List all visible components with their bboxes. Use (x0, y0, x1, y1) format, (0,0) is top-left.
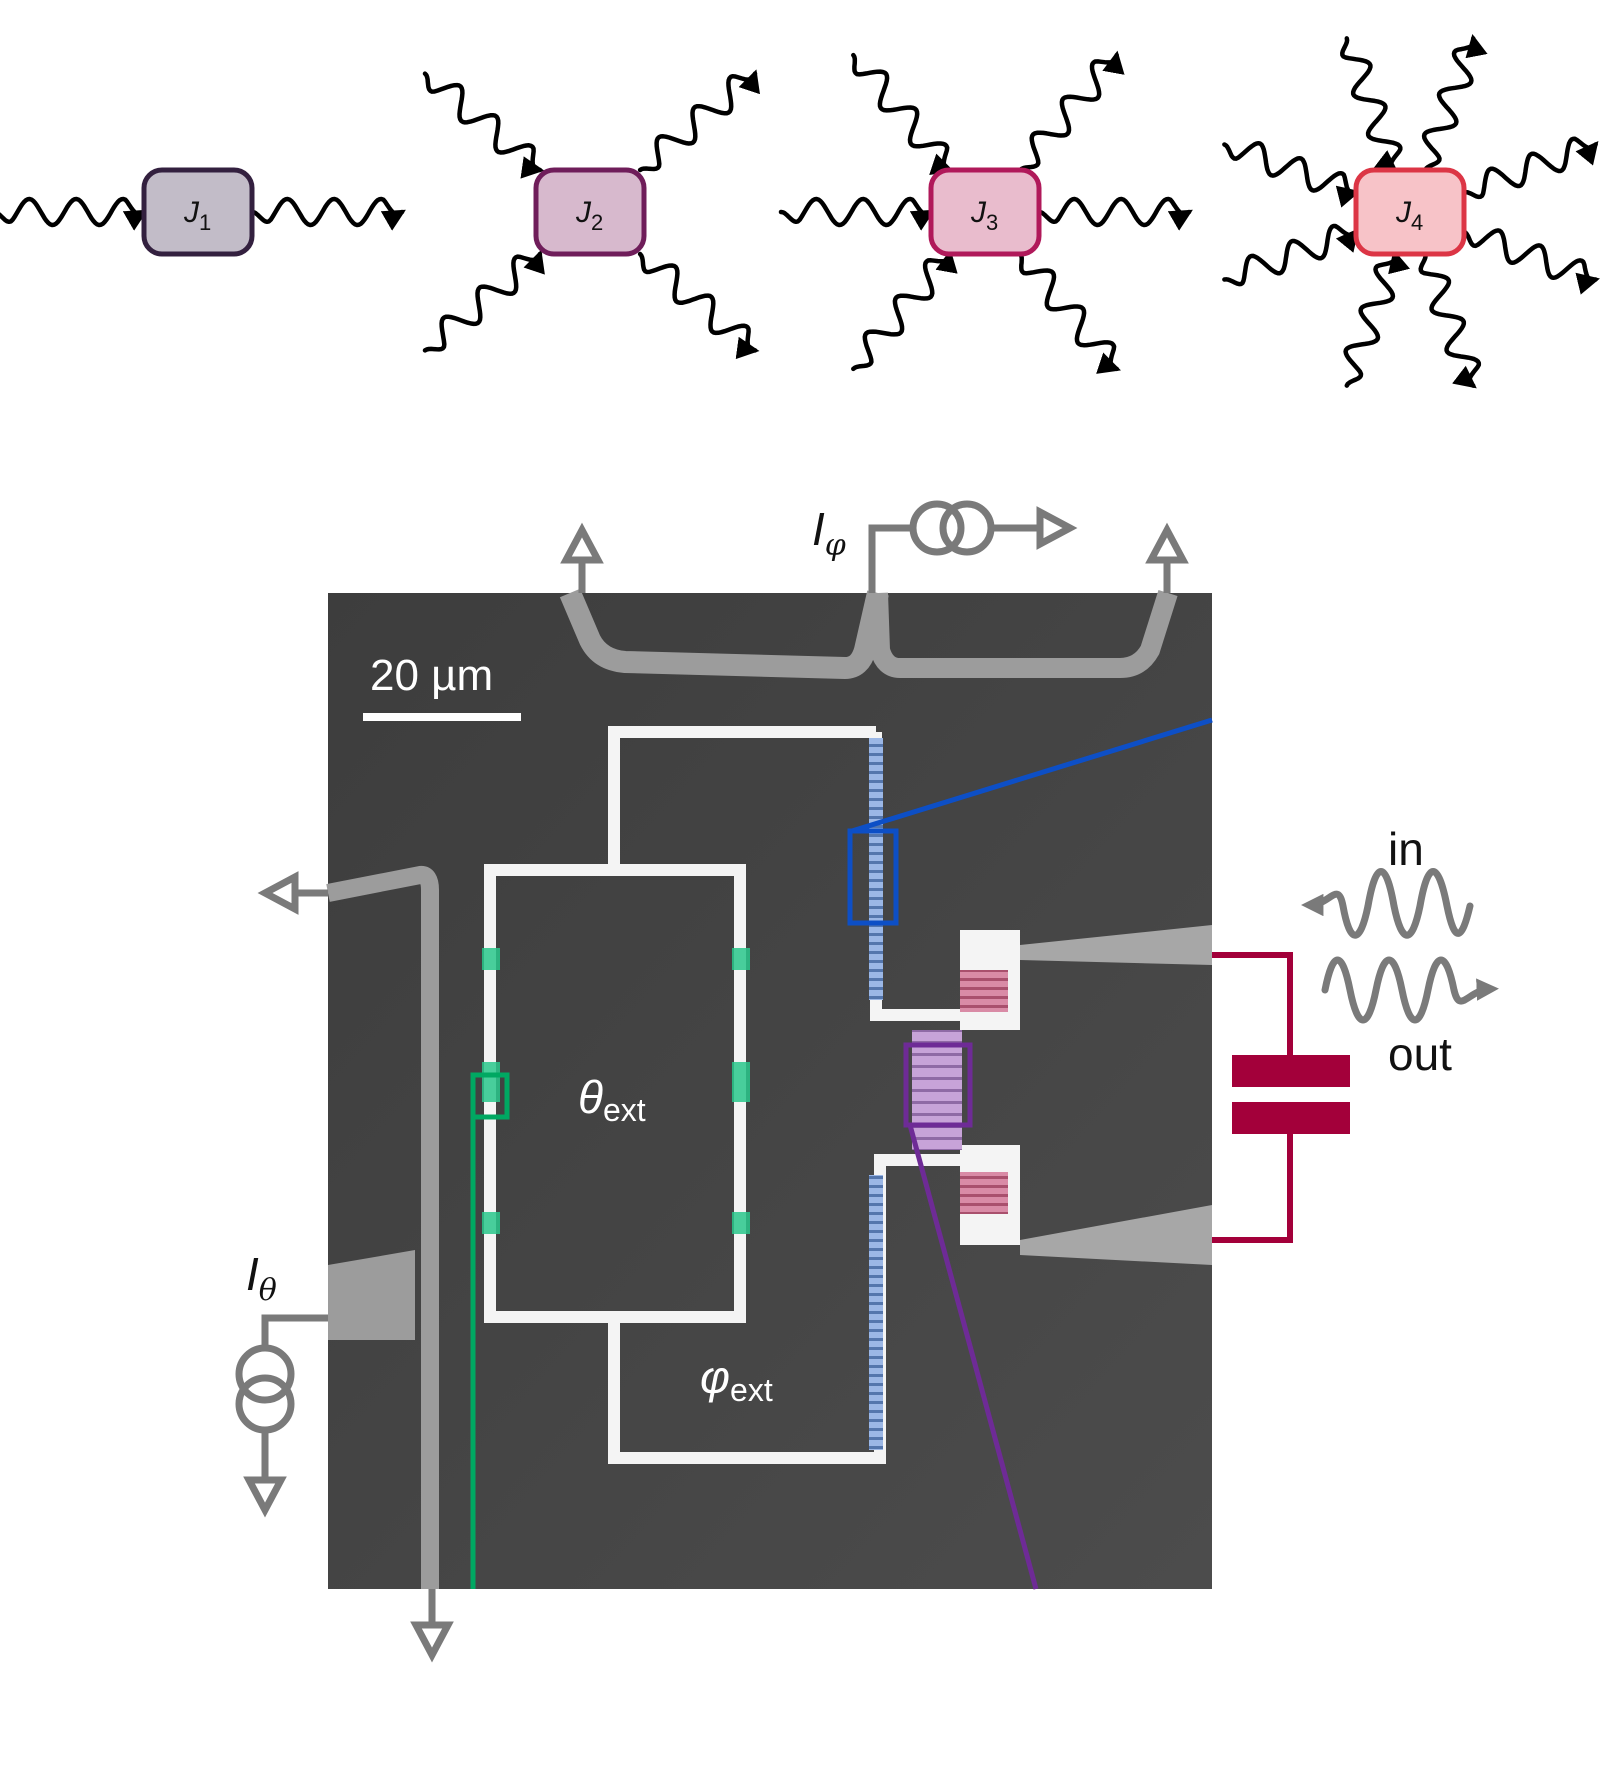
phi-ext-label: φext (700, 1351, 773, 1408)
input-wave-arrow (1301, 868, 1474, 939)
purple-callout-line (907, 1124, 1039, 1590)
electrode-top (1020, 925, 1212, 965)
output-photon-arrow (1017, 50, 1125, 173)
i-phi-label: Iφ (812, 503, 846, 563)
node-j1: J1 (0, 167, 406, 257)
i-theta-label: Iθ (246, 1248, 277, 1308)
ground-arrow-top-left (560, 522, 604, 593)
input-photon-arrow (778, 196, 935, 231)
substrate-image (328, 593, 1212, 1589)
blue-callout-line (851, 717, 1213, 834)
nonlinear-nodes-row: J1 J2 J3 J4 (0, 33, 1600, 389)
ground-arrow-top-right (1145, 522, 1189, 593)
node-box (141, 167, 255, 257)
output-photon-arrow (1418, 251, 1482, 389)
output-photon-arrow (1461, 136, 1599, 200)
flux-line-left-tee (328, 1250, 415, 1340)
output-photon-arrow (1036, 196, 1193, 231)
output-wave-arrow (1321, 956, 1499, 1024)
input-photon-arrow (1222, 140, 1361, 208)
output-photon-arrow (1461, 228, 1600, 295)
out-label: out (1388, 1028, 1452, 1080)
current-source-i-phi (868, 500, 1078, 593)
circuit-annotations: Iφ Iθ in out (235, 500, 1499, 1663)
input-photon-arrow (851, 249, 958, 372)
in-label: in (1388, 823, 1424, 875)
green-junctions (482, 948, 750, 1234)
blue-junction-array-top (869, 738, 883, 1000)
red-junction-array-bottom (960, 1172, 1008, 1214)
node-label: J1 (183, 196, 211, 235)
purple-junction-array (912, 1030, 962, 1150)
node-label: J3 (970, 196, 998, 235)
input-photon-arrow (0, 196, 148, 231)
node-box (533, 167, 647, 257)
node-label: J4 (1395, 196, 1423, 235)
ground-arrow-left (257, 871, 328, 915)
flux-line-top-left (559, 588, 889, 680)
electrode-bottom (1020, 1205, 1212, 1265)
output-photon-arrow (637, 69, 760, 173)
capacitor (1212, 952, 1350, 1243)
micrograph: 20 µm θext φext (326, 588, 1213, 1590)
node-box (1353, 167, 1467, 257)
input-photon-arrow (1343, 249, 1410, 388)
output-photon-arrow (1421, 33, 1488, 173)
blue-junction-array-bottom (869, 1175, 883, 1450)
input-photon-arrow (422, 71, 545, 179)
node-label: J2 (575, 196, 603, 235)
scale-bar-label: 20 µm (370, 651, 493, 700)
output-photon-arrow (249, 196, 406, 231)
ground-arrow-bottom (410, 1589, 454, 1663)
theta-ext-label: θext (578, 1071, 646, 1128)
input-photon-arrow (422, 249, 545, 353)
inner-loop (484, 864, 746, 1323)
current-source-i-theta (235, 1314, 328, 1518)
input-photon-arrow (1340, 36, 1403, 173)
flux-line-top-right (868, 589, 1178, 678)
output-photon-arrow (1017, 251, 1121, 374)
flux-line-left (326, 865, 439, 1589)
blue-highlight-box (847, 828, 899, 926)
node-j3: J3 (778, 50, 1193, 374)
input-photon-arrow (1222, 223, 1359, 287)
node-j4: J4 (1222, 33, 1600, 389)
scale-bar (363, 713, 521, 721)
output-photon-arrow (637, 251, 760, 360)
node-box (928, 167, 1042, 257)
node-j2: J2 (422, 69, 760, 360)
purple-highlight-box (903, 1042, 973, 1128)
red-junction-array-top (960, 970, 1008, 1012)
input-photon-arrow (851, 52, 955, 175)
